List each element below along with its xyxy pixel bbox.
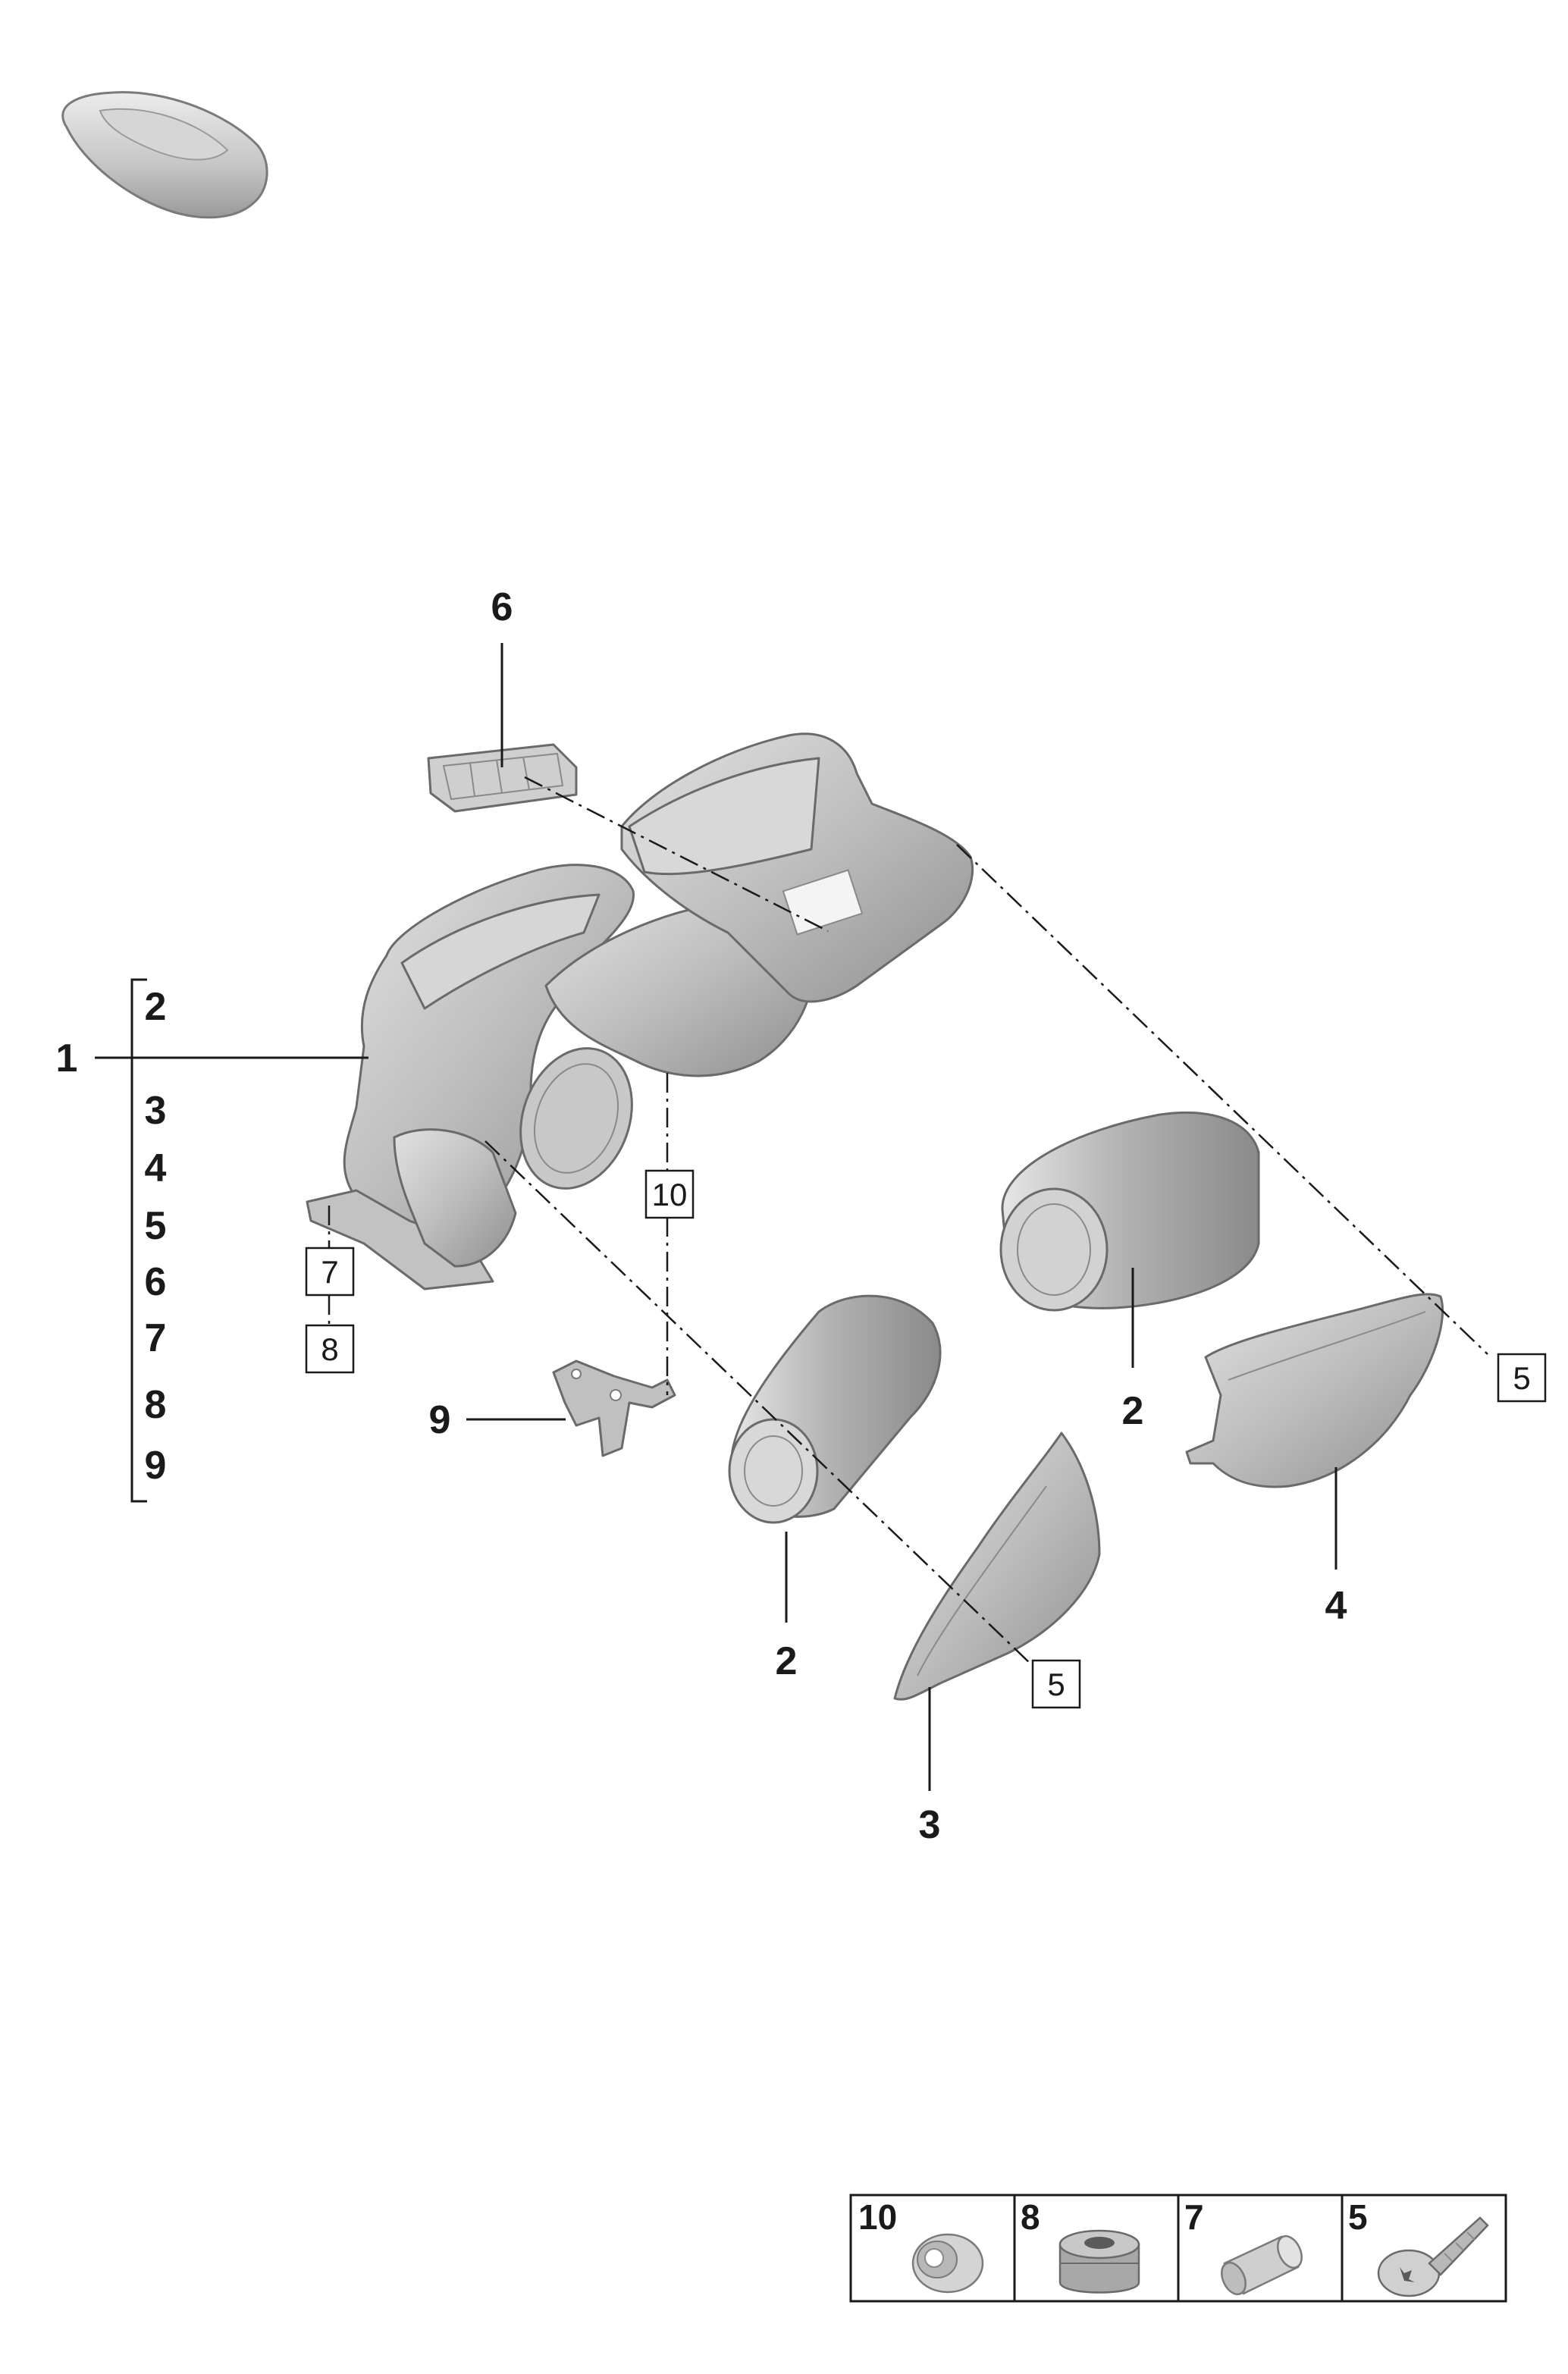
screw-icon <box>1377 2216 1489 2297</box>
bracket-item: 2 <box>145 985 167 1029</box>
reference-lines <box>328 776 1488 1665</box>
bracket-item: 7 <box>145 1316 167 1360</box>
bracket-item: 6 <box>145 1260 167 1304</box>
hardware-legend: 10 8 7 5 <box>849 2194 1507 2303</box>
air-filter-housing <box>306 732 974 1290</box>
callout-4: 4 <box>1325 1584 1347 1628</box>
callout-2-upper: 2 <box>1122 1389 1144 1433</box>
boxed-label-10: 10 <box>652 1177 688 1212</box>
callout-3: 3 <box>919 1803 941 1847</box>
legend-num-5: 5 <box>1348 2197 1368 2237</box>
boxed-label-8: 8 <box>321 1331 338 1367</box>
right-cover-part <box>1185 1293 1444 1488</box>
filter-element-lower <box>728 1294 942 1524</box>
boxed-label-5-right: 5 <box>1513 1360 1530 1396</box>
callout-9: 9 <box>429 1398 451 1442</box>
bracket-part <box>552 1359 676 1457</box>
bracket-item: 8 <box>145 1383 167 1427</box>
legend-num-8: 8 <box>1021 2197 1040 2237</box>
legend-num-7: 7 <box>1184 2197 1204 2237</box>
callout-6: 6 <box>491 585 513 629</box>
callout-2-lower: 2 <box>776 1639 798 1683</box>
callout-1: 1 <box>56 1036 78 1080</box>
boxed-labels: 10 7 8 5 5 <box>305 1169 1547 1709</box>
boxed-label-5-lower: 5 <box>1047 1667 1065 1702</box>
bracket-item: 4 <box>145 1146 167 1190</box>
bracket-list: 2 3 4 5 6 7 8 9 <box>145 985 167 1488</box>
vehicle-icon <box>61 91 268 219</box>
boxed-label-7: 7 <box>321 1254 338 1290</box>
left-cover-part <box>893 1432 1101 1701</box>
sleeve-icon <box>1221 2234 1303 2296</box>
bracket-item: 3 <box>145 1089 167 1133</box>
grommet-icon <box>911 2233 984 2294</box>
legend-num-10: 10 <box>858 2197 897 2237</box>
filter-element-upper <box>999 1111 1260 1312</box>
bushing-icon <box>1058 2229 1140 2294</box>
grille-cover-part <box>427 743 578 813</box>
callout-numbers: 6 1 9 2 2 3 4 <box>56 585 1347 1847</box>
bracket-item: 5 <box>145 1204 167 1248</box>
leader-lines <box>95 643 1338 1791</box>
bracket-item: 9 <box>145 1444 167 1488</box>
